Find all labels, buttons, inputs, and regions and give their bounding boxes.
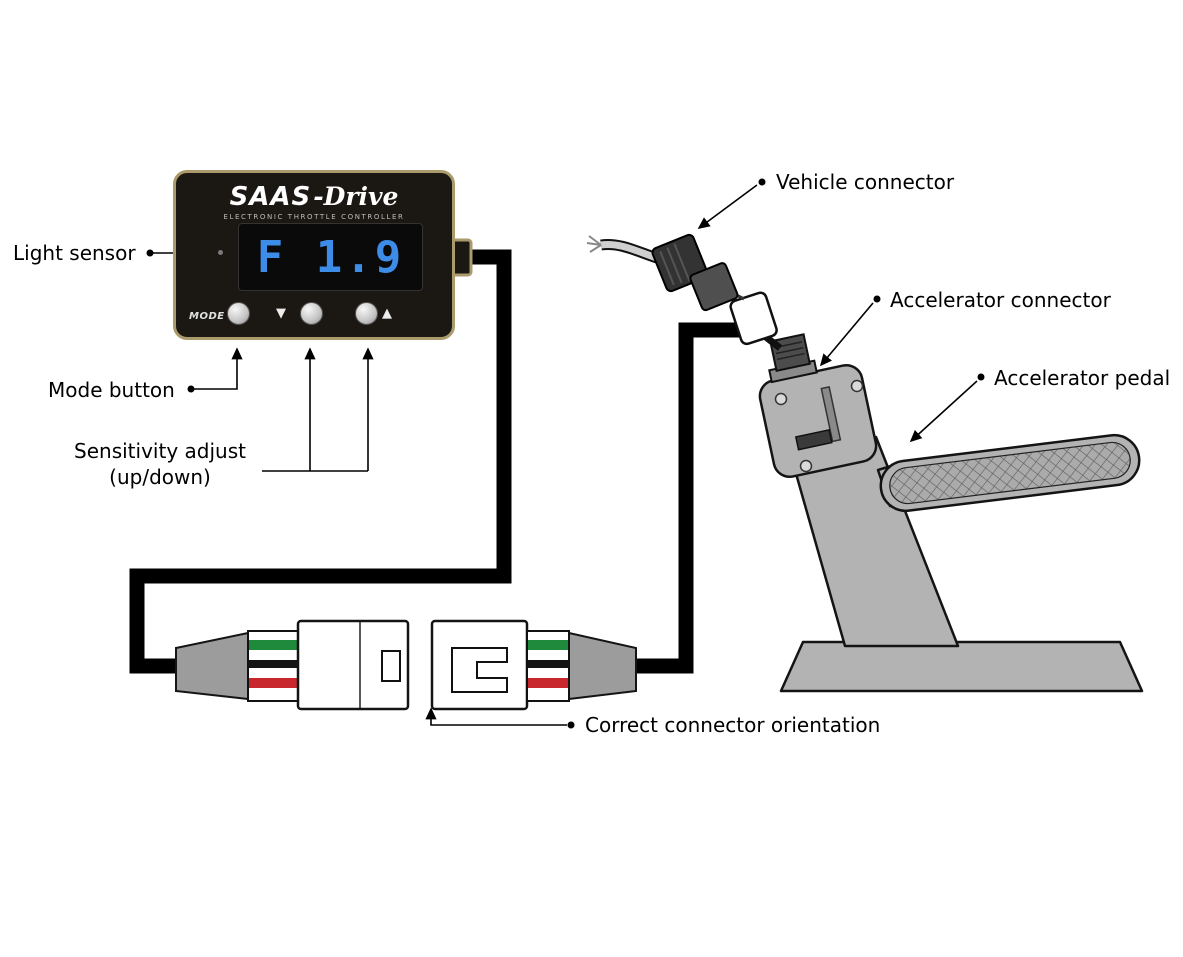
left-connector-housing xyxy=(296,619,410,711)
screw-icon xyxy=(850,379,864,393)
mode-button[interactable] xyxy=(227,302,250,325)
right-cable-boot xyxy=(568,631,637,701)
screw-icon xyxy=(799,459,813,473)
label-sensitivity-line1: Sensitivity adjust xyxy=(74,439,246,463)
device-subtitle: ELECTRONIC THROTTLE CONTROLLER xyxy=(223,213,405,221)
throttle-controller-device: SAAS-Drive ELECTRONIC THROTTLE CONTROLLE… xyxy=(173,170,455,340)
down-arrow-icon: ▼ xyxy=(276,306,286,321)
connector-pair xyxy=(175,619,637,711)
label-mode-button: Mode button xyxy=(48,378,175,402)
label-sensitivity-adjust: Sensitivity adjust (up/down) xyxy=(55,438,265,490)
vehicle-connector-art xyxy=(586,233,739,312)
right-connector-housing xyxy=(430,619,529,711)
brand-suffix: -Drive xyxy=(313,182,399,211)
main-cable xyxy=(129,249,744,674)
accelerator-connector-art xyxy=(726,288,818,384)
left-cable-boot xyxy=(175,631,249,701)
screw-icon xyxy=(774,392,788,406)
pedal-sensor-housing xyxy=(758,363,878,479)
inline-plug xyxy=(729,291,778,346)
label-accelerator-connector: Accelerator connector xyxy=(890,288,1111,312)
light-sensor-dot xyxy=(218,250,223,255)
up-arrow-icon: ▲ xyxy=(382,306,392,321)
label-correct-orientation: Correct connector orientation xyxy=(585,713,881,737)
label-vehicle-connector: Vehicle connector xyxy=(776,170,955,194)
label-accelerator-pedal: Accelerator pedal xyxy=(994,366,1171,390)
sensitivity-down-button[interactable] xyxy=(300,302,323,325)
accelerator-pedal-assembly xyxy=(758,363,1144,693)
pedal-arm xyxy=(791,435,960,648)
brand-name: SAAS xyxy=(229,182,312,212)
lcd-display: F 1.9 xyxy=(238,223,423,291)
pedal-base-plate xyxy=(779,640,1144,693)
label-sensitivity-line2: (up/down) xyxy=(109,465,211,489)
brand-logo: SAAS-Drive xyxy=(176,182,452,212)
label-light-sensor: Light sensor xyxy=(13,241,136,265)
mode-button-label: MODE xyxy=(189,311,225,322)
sensitivity-up-button[interactable] xyxy=(355,302,378,325)
leader-lines xyxy=(146,178,985,729)
pedal-pad xyxy=(879,433,1141,513)
